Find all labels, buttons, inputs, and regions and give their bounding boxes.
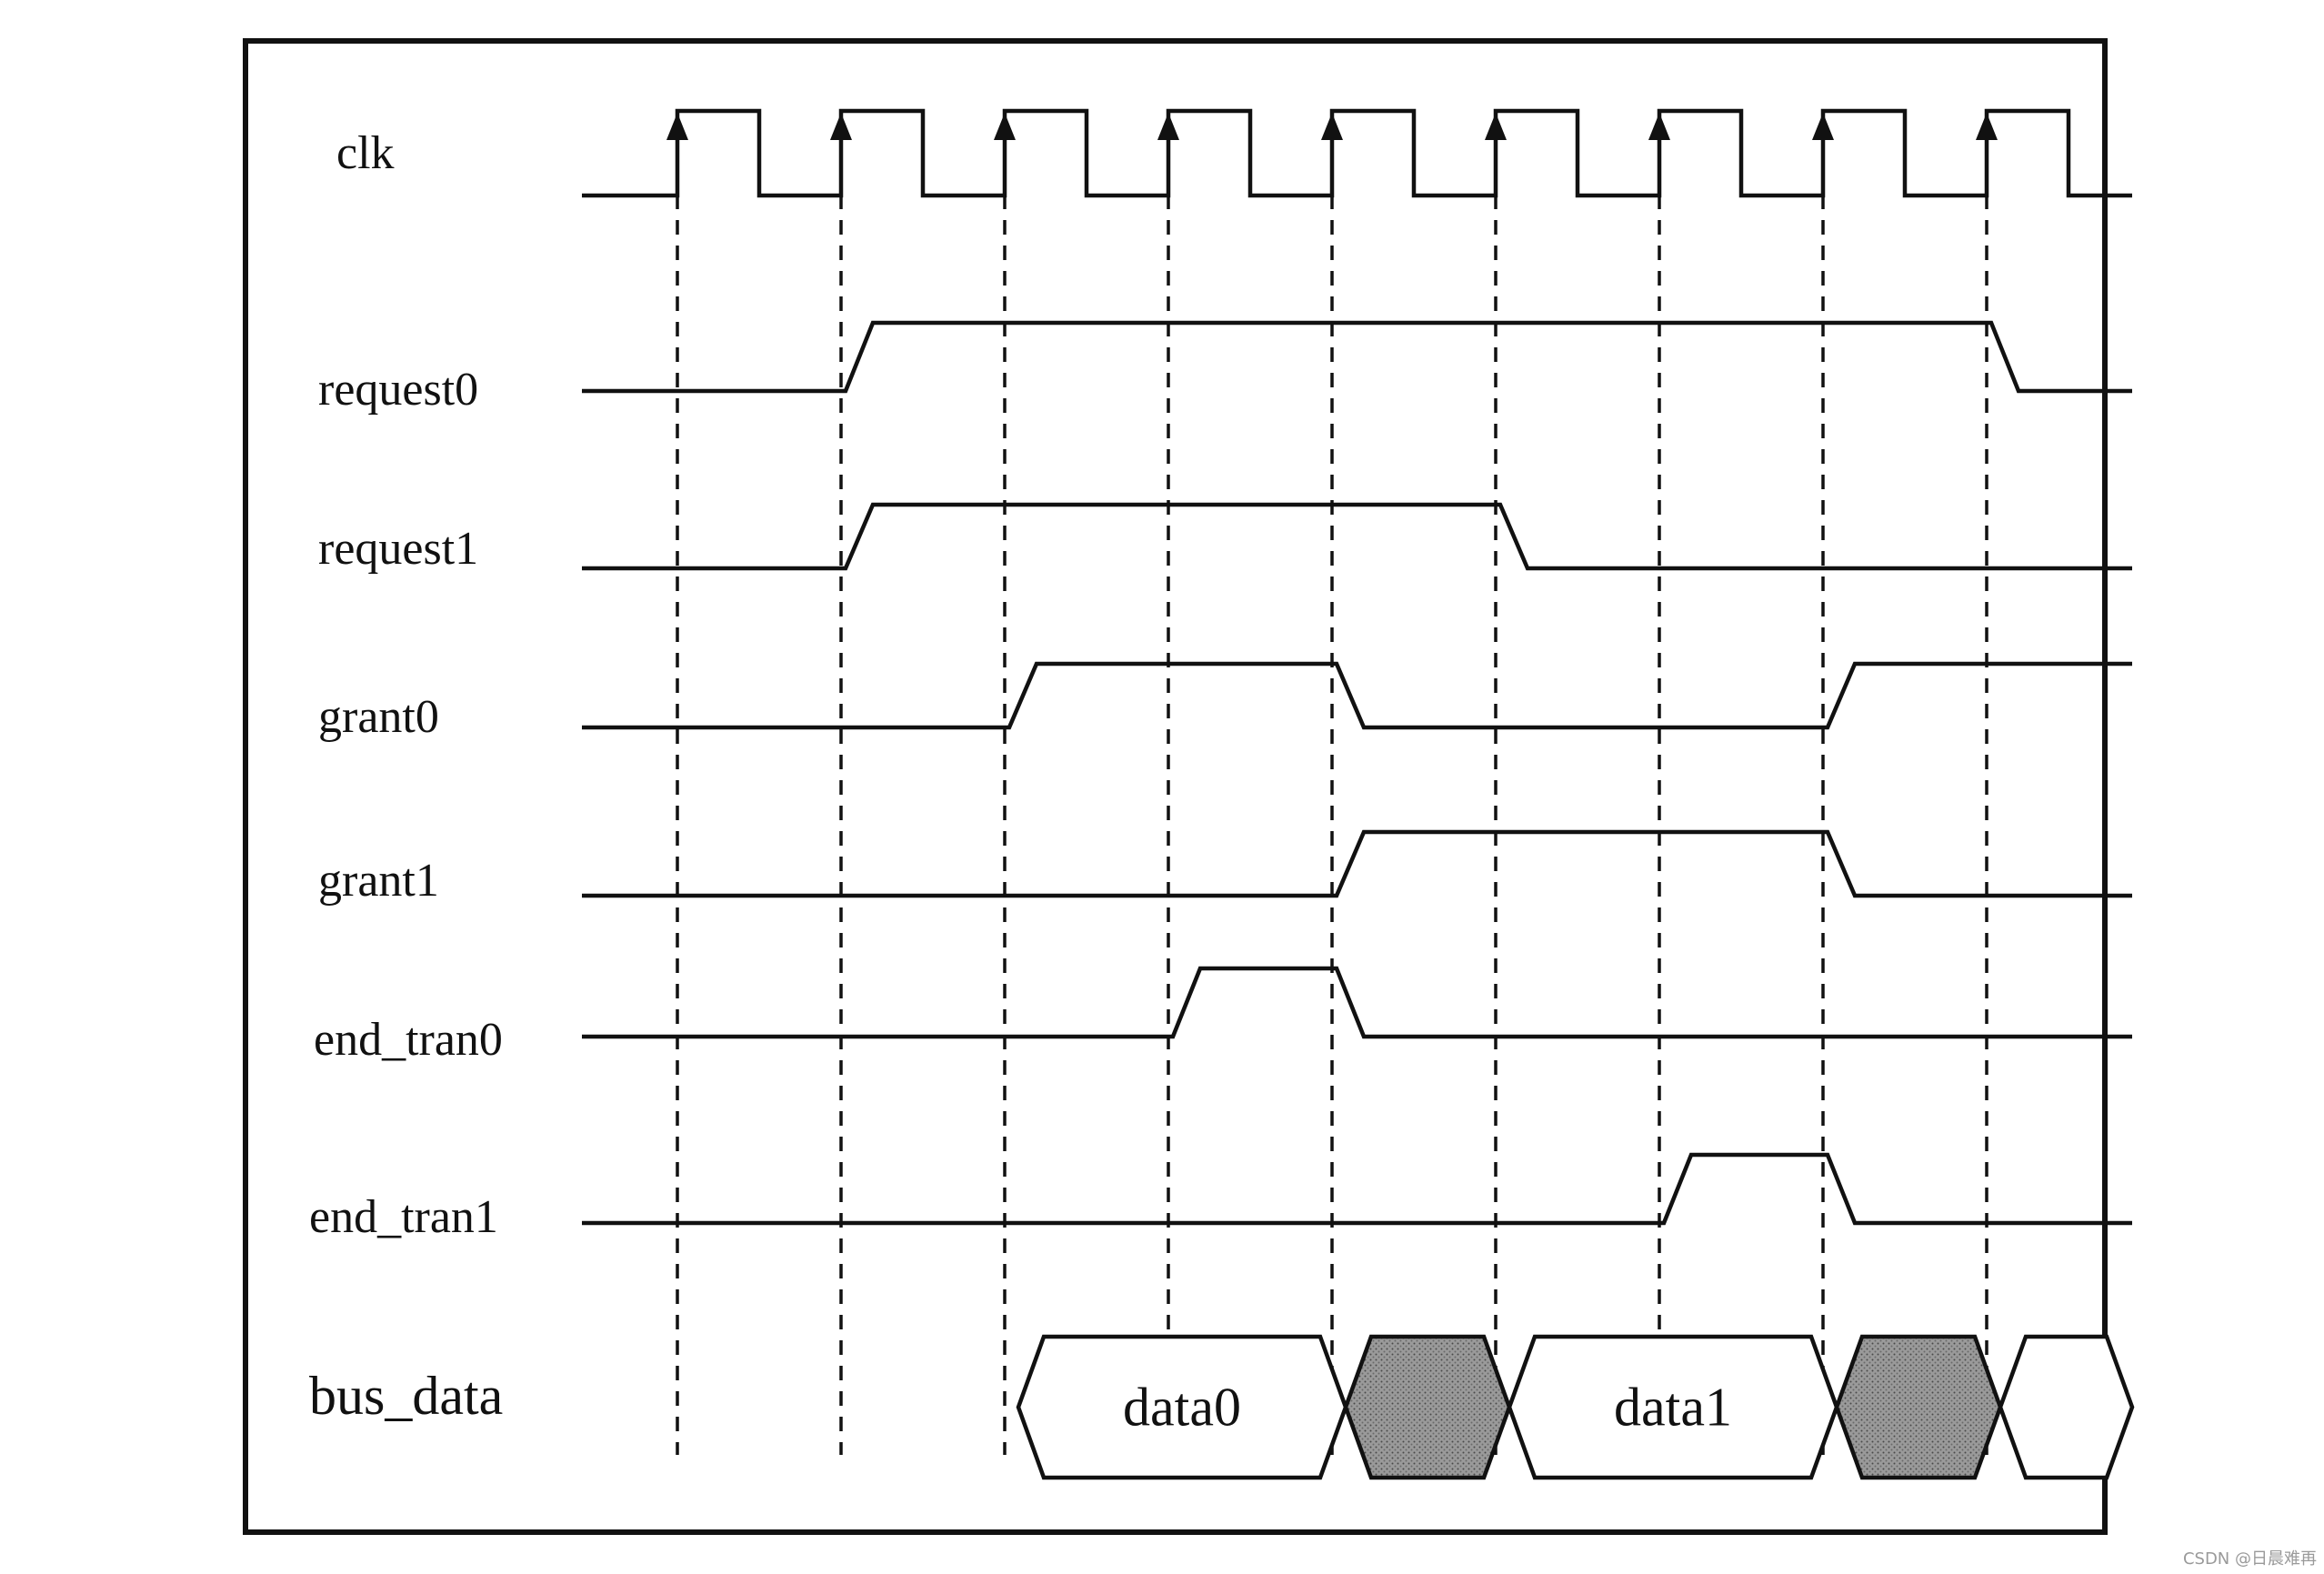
signal-label-grant1: grant1 bbox=[318, 855, 439, 907]
bus-segment-label-data1: data1 bbox=[1614, 1378, 1732, 1438]
signal-label-bus-data: bus_data bbox=[309, 1366, 503, 1426]
request1-waveform bbox=[582, 502, 2132, 571]
watermark: CSDN @日晨难再 bbox=[2183, 1549, 2317, 1569]
clk-edge-arrow-4 bbox=[1157, 113, 1179, 140]
clk-edge-arrow-3 bbox=[994, 113, 1016, 140]
signal-label-clk: clk bbox=[336, 127, 395, 179]
clk-edge-arrow-6 bbox=[1485, 113, 1507, 140]
clk-waveform bbox=[582, 108, 2132, 198]
signal-label-grant0: grant0 bbox=[318, 691, 439, 743]
clock-edge-guides bbox=[676, 118, 1988, 1455]
signal-label-request0: request0 bbox=[318, 364, 478, 416]
signal-label-request1: request1 bbox=[318, 523, 478, 575]
signal-label-end-tran1: end_tran1 bbox=[309, 1191, 498, 1243]
bus-segment-invalid bbox=[1343, 1334, 1512, 1480]
clk-edge-arrow-5 bbox=[1321, 113, 1343, 140]
clk-edge-arrow-8 bbox=[1812, 113, 1834, 140]
grant1-waveform bbox=[582, 829, 2132, 898]
clk-edge-arrow-9 bbox=[1976, 113, 1998, 140]
request0-waveform bbox=[582, 320, 2132, 394]
bus-segment-idle bbox=[1998, 1334, 2135, 1480]
diagram-frame bbox=[243, 38, 2108, 1535]
clk-edge-arrow-7 bbox=[1648, 113, 1670, 140]
waveforms bbox=[582, 108, 2132, 1226]
bus-data-waveform: data0 data1 bbox=[1016, 1334, 2135, 1480]
clk-edge-arrow-1 bbox=[666, 113, 688, 140]
bus-segment-invalid bbox=[1834, 1334, 2003, 1480]
bus-segment-label-data0: data0 bbox=[1123, 1378, 1241, 1438]
end-tran0-waveform bbox=[582, 966, 2132, 1039]
clk-edge-arrow-2 bbox=[830, 113, 852, 140]
end-tran1-waveform bbox=[582, 1152, 2132, 1226]
signal-label-end-tran0: end_tran0 bbox=[314, 1014, 503, 1066]
signal-labels: clk request0 request1 grant0 grant1 end_tran0… bbox=[309, 127, 503, 1426]
grant0-waveform bbox=[582, 661, 2132, 730]
